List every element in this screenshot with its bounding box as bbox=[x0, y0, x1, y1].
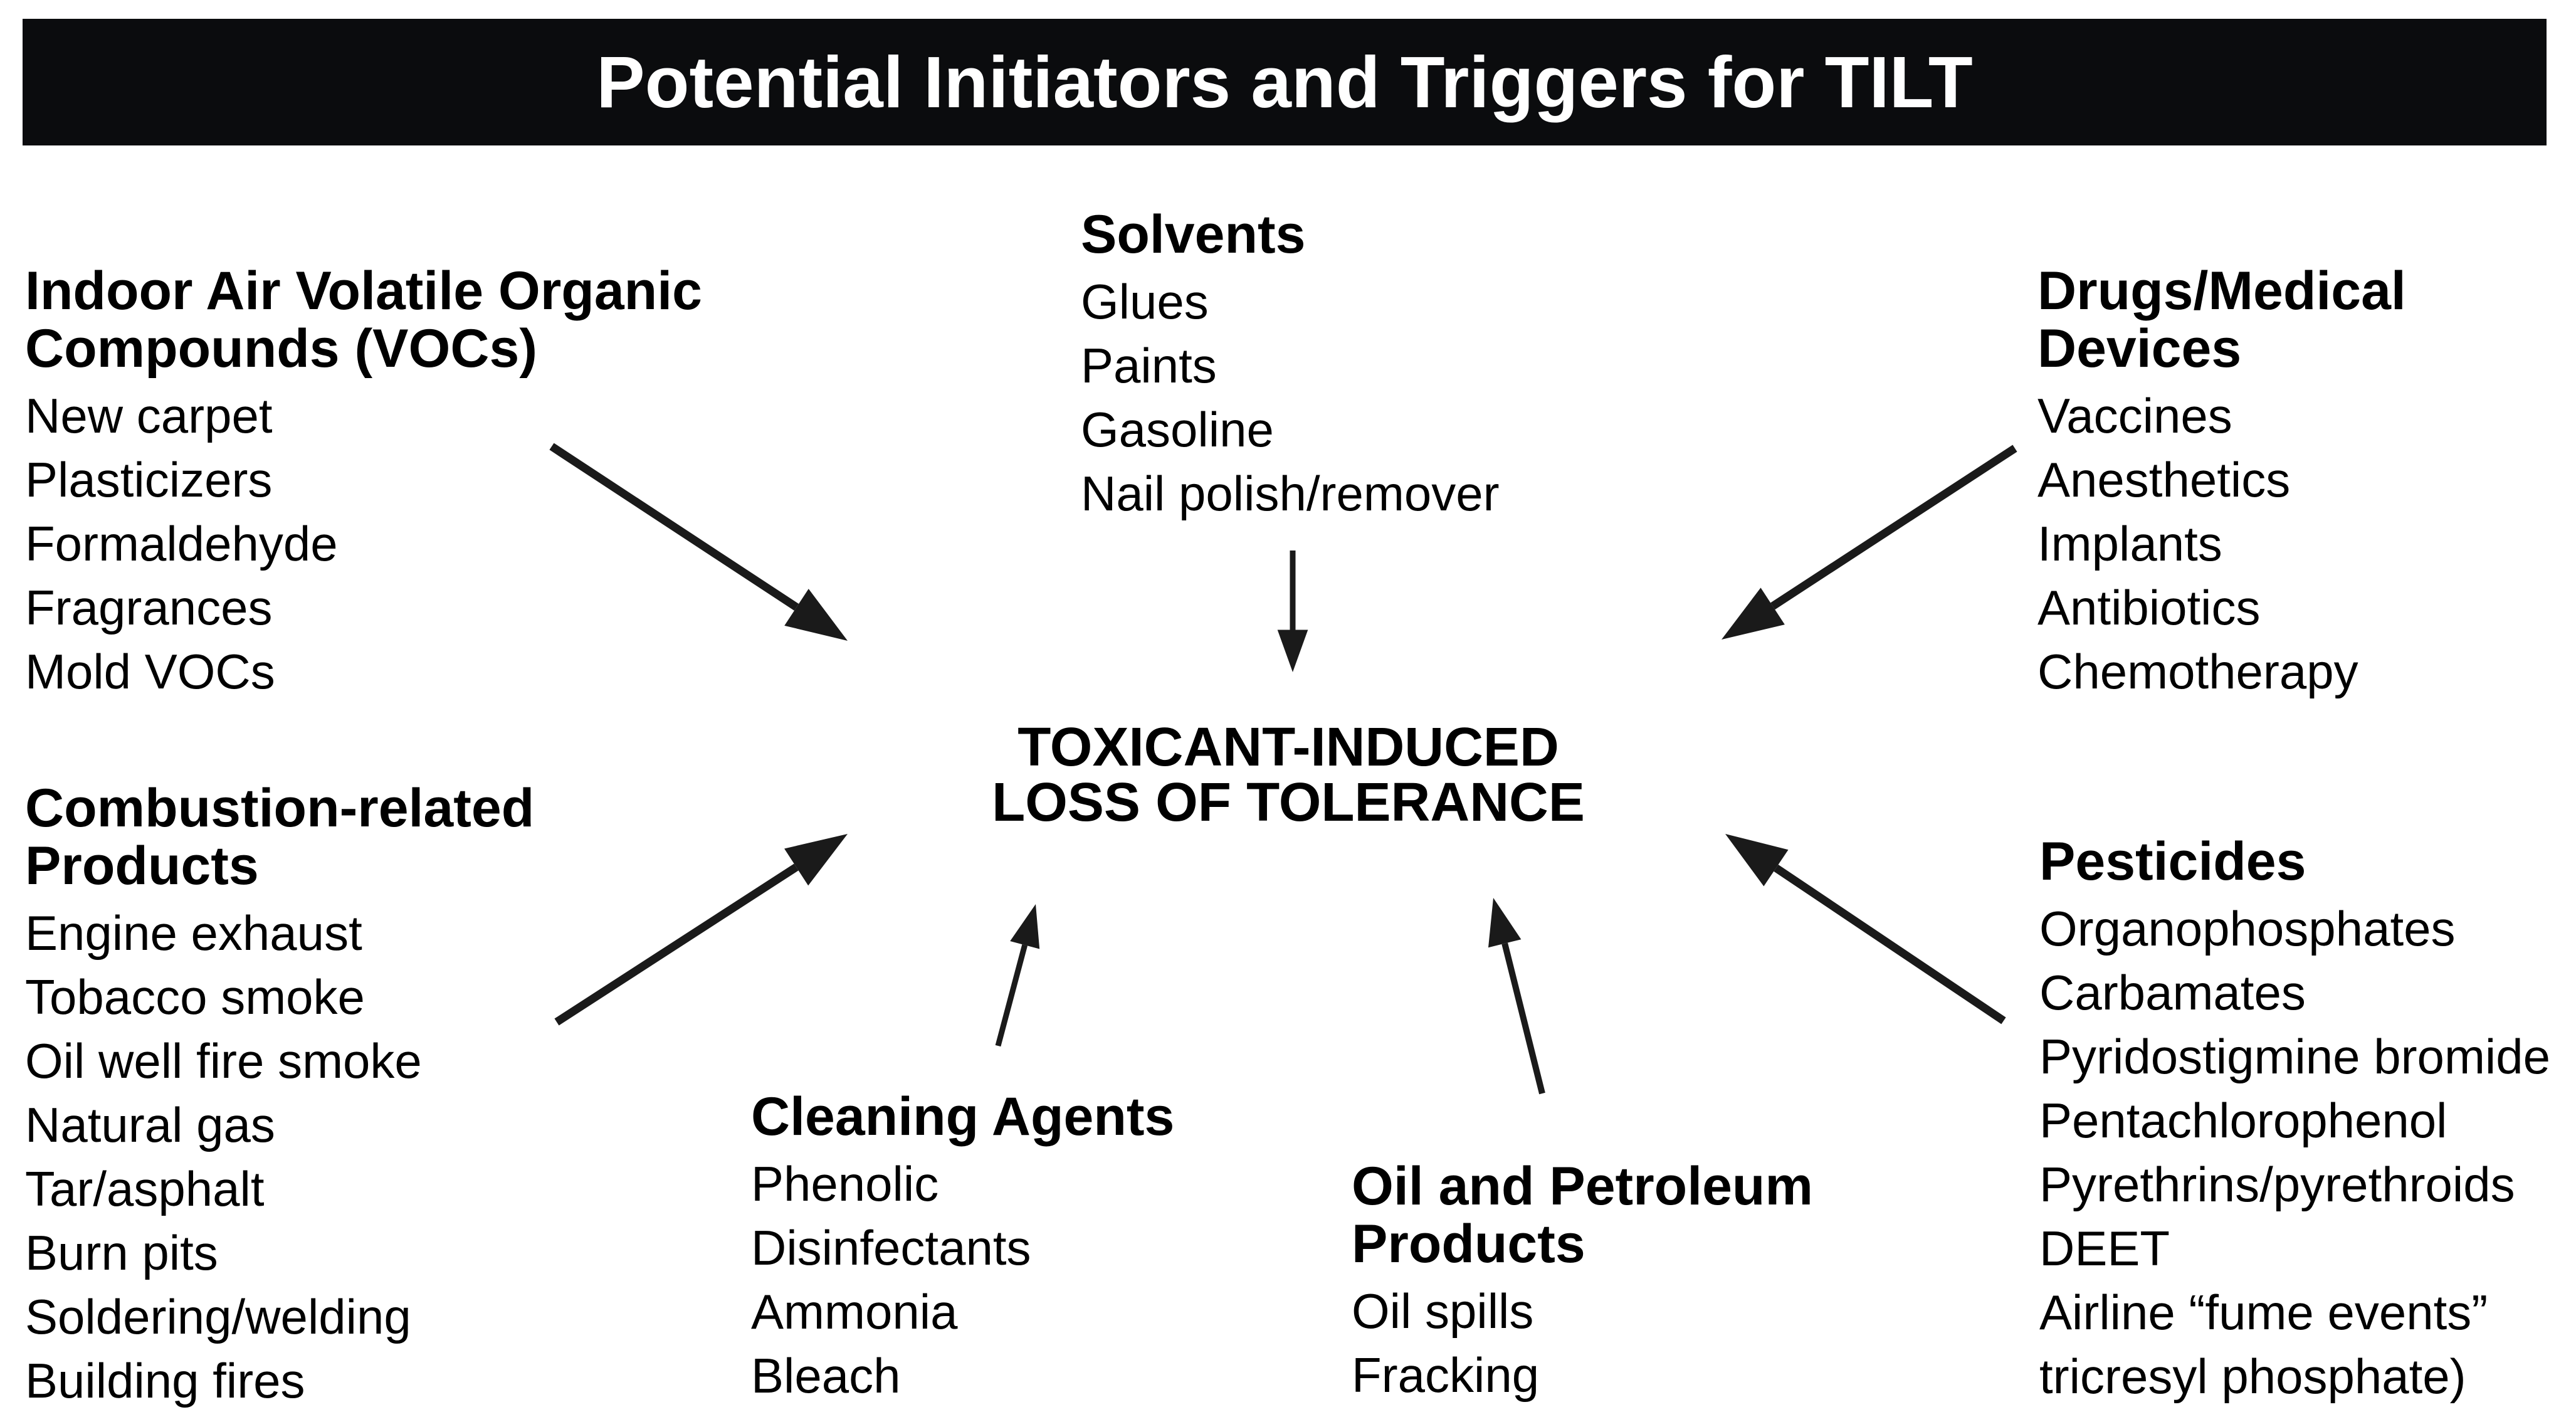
group-heading: Pesticides bbox=[2039, 831, 2306, 892]
list-item: Tar/asphalt bbox=[25, 1161, 265, 1216]
list-item: Fragrances bbox=[25, 580, 273, 635]
arrow-solvents-to-center bbox=[1277, 551, 1308, 672]
list-item: Pentachlorophenol bbox=[2039, 1093, 2447, 1148]
arrow-vocs-to-center bbox=[549, 443, 848, 641]
list-item: Antibiotics bbox=[2037, 580, 2261, 635]
list-item: Nail polish/remover bbox=[1081, 466, 1500, 521]
page-title: Potential Initiators and Triggers for TI… bbox=[596, 41, 1973, 123]
list-item: Soldering/welding bbox=[25, 1289, 411, 1344]
list-item: Gasoline bbox=[1081, 402, 1274, 457]
list-item: Tobacco smoke bbox=[25, 969, 365, 1025]
list-item: Implants bbox=[2037, 516, 2222, 571]
list-item: Fracking bbox=[1352, 1347, 1540, 1403]
list-item: Plasticizers bbox=[25, 452, 273, 507]
list-item: New carpet bbox=[25, 388, 273, 443]
list-item: Mold VOCs bbox=[25, 644, 275, 699]
list-item: Phenolic bbox=[751, 1156, 939, 1211]
list-item: Pyridostigmine bromide bbox=[2039, 1029, 2551, 1084]
list-item: Ammonia bbox=[751, 1284, 958, 1339]
list-item: Natural gas bbox=[25, 1097, 275, 1152]
list-item: DEET bbox=[2039, 1221, 2170, 1276]
list-item: Glues bbox=[1081, 274, 1209, 329]
arrow-oil-to-center bbox=[1488, 898, 1545, 1095]
list-item: Organophosphates bbox=[2039, 901, 2456, 956]
list-item: Paints bbox=[1081, 338, 1217, 393]
list-item: Chemotherapy bbox=[2037, 644, 2358, 699]
list-item: Oil well fire smoke bbox=[25, 1033, 422, 1088]
list-item: Anesthetics bbox=[2037, 452, 2291, 507]
list-item: Disinfectants bbox=[751, 1220, 1031, 1275]
group-heading: Cleaning Agents bbox=[751, 1087, 1175, 1147]
list-item: Oil spills bbox=[1352, 1283, 1534, 1339]
arrow-combustion-to-center bbox=[554, 834, 848, 1026]
list-item: Airline “fume events” bbox=[2039, 1285, 2488, 1340]
title-bar: Potential Initiators and Triggers for TI… bbox=[23, 19, 2547, 145]
list-item: Burn pits bbox=[25, 1225, 218, 1280]
list-item: Engine exhaust bbox=[25, 905, 362, 961]
list-item: tricresyl phosphate) bbox=[2039, 1349, 2466, 1404]
list-item: Carbamates bbox=[2039, 965, 2306, 1020]
list-item: Vaccines bbox=[2037, 388, 2232, 443]
list-item: Bleach bbox=[751, 1348, 901, 1403]
list-item: Building fires bbox=[25, 1353, 305, 1408]
group-heading: Solvents bbox=[1081, 204, 1306, 265]
arrow-cleaning-to-center bbox=[995, 904, 1040, 1047]
arrow-drugs-to-center bbox=[1722, 445, 2017, 640]
list-item: Pyrethrins/pyrethroids bbox=[2039, 1157, 2515, 1212]
list-item: Formaldehyde bbox=[25, 516, 338, 571]
arrow-pesticides-to-center bbox=[1725, 834, 2006, 1025]
